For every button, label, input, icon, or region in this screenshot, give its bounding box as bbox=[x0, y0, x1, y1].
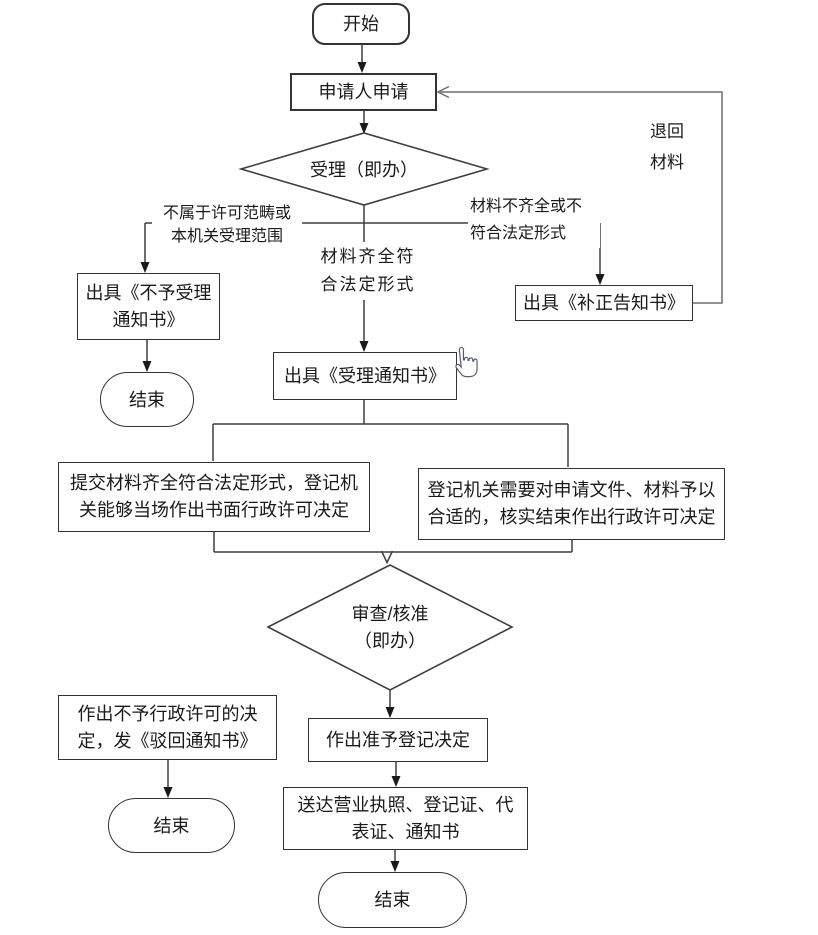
correction-notice-node: 出具《补正告知书》 bbox=[515, 285, 693, 321]
hand-pointer-cursor bbox=[455, 346, 478, 378]
end-final-node: 结束 bbox=[318, 872, 467, 928]
accept-decision-label: 受理（即办） bbox=[310, 159, 418, 180]
end-not-accept-node: 结束 bbox=[100, 372, 194, 427]
end-deny-node: 结束 bbox=[108, 798, 235, 853]
accept-decision-diamond bbox=[238, 132, 490, 206]
onsite-decision-node: 提交材料齐全符合法定形式，登记机 关能够当场作出书面行政许可决定 bbox=[58, 462, 370, 532]
approve-registration-node: 作出准予登记决定 bbox=[308, 718, 488, 762]
verify-decision-node: 登记机关需要对申请文件、材料予以 合适的，核实结束作出行政许可决定 bbox=[418, 468, 725, 540]
not-accept-notice-node: 出具《不予受理 通知书》 bbox=[77, 273, 220, 340]
edge-label-not-in-scope: 不属于许可范畴或 本机关受理范围 bbox=[152, 201, 302, 249]
deliver-documents-node: 送达营业执照、登记证、代 表证、通知书 bbox=[283, 787, 528, 850]
accept-notice-node: 出具《受理通知书》 bbox=[273, 352, 457, 400]
edge-label-materials-incomplete: 材料不齐全或不 符合法定形式 bbox=[468, 192, 600, 248]
deny-decision-node: 作出不予行政许可的决 定，发《驳回通知书》 bbox=[58, 695, 277, 760]
review-decision-label: 审查/核准 （即办） bbox=[351, 604, 429, 651]
applicant-apply-node: 申请人申请 bbox=[290, 73, 437, 111]
edge-label-return-materials: 退回 材料 bbox=[650, 122, 684, 172]
edge-label-materials-complete: 材料齐全符 合法定形式 bbox=[314, 242, 422, 300]
start-node: 开始 bbox=[312, 3, 410, 45]
review-decision-diamond bbox=[266, 564, 514, 691]
